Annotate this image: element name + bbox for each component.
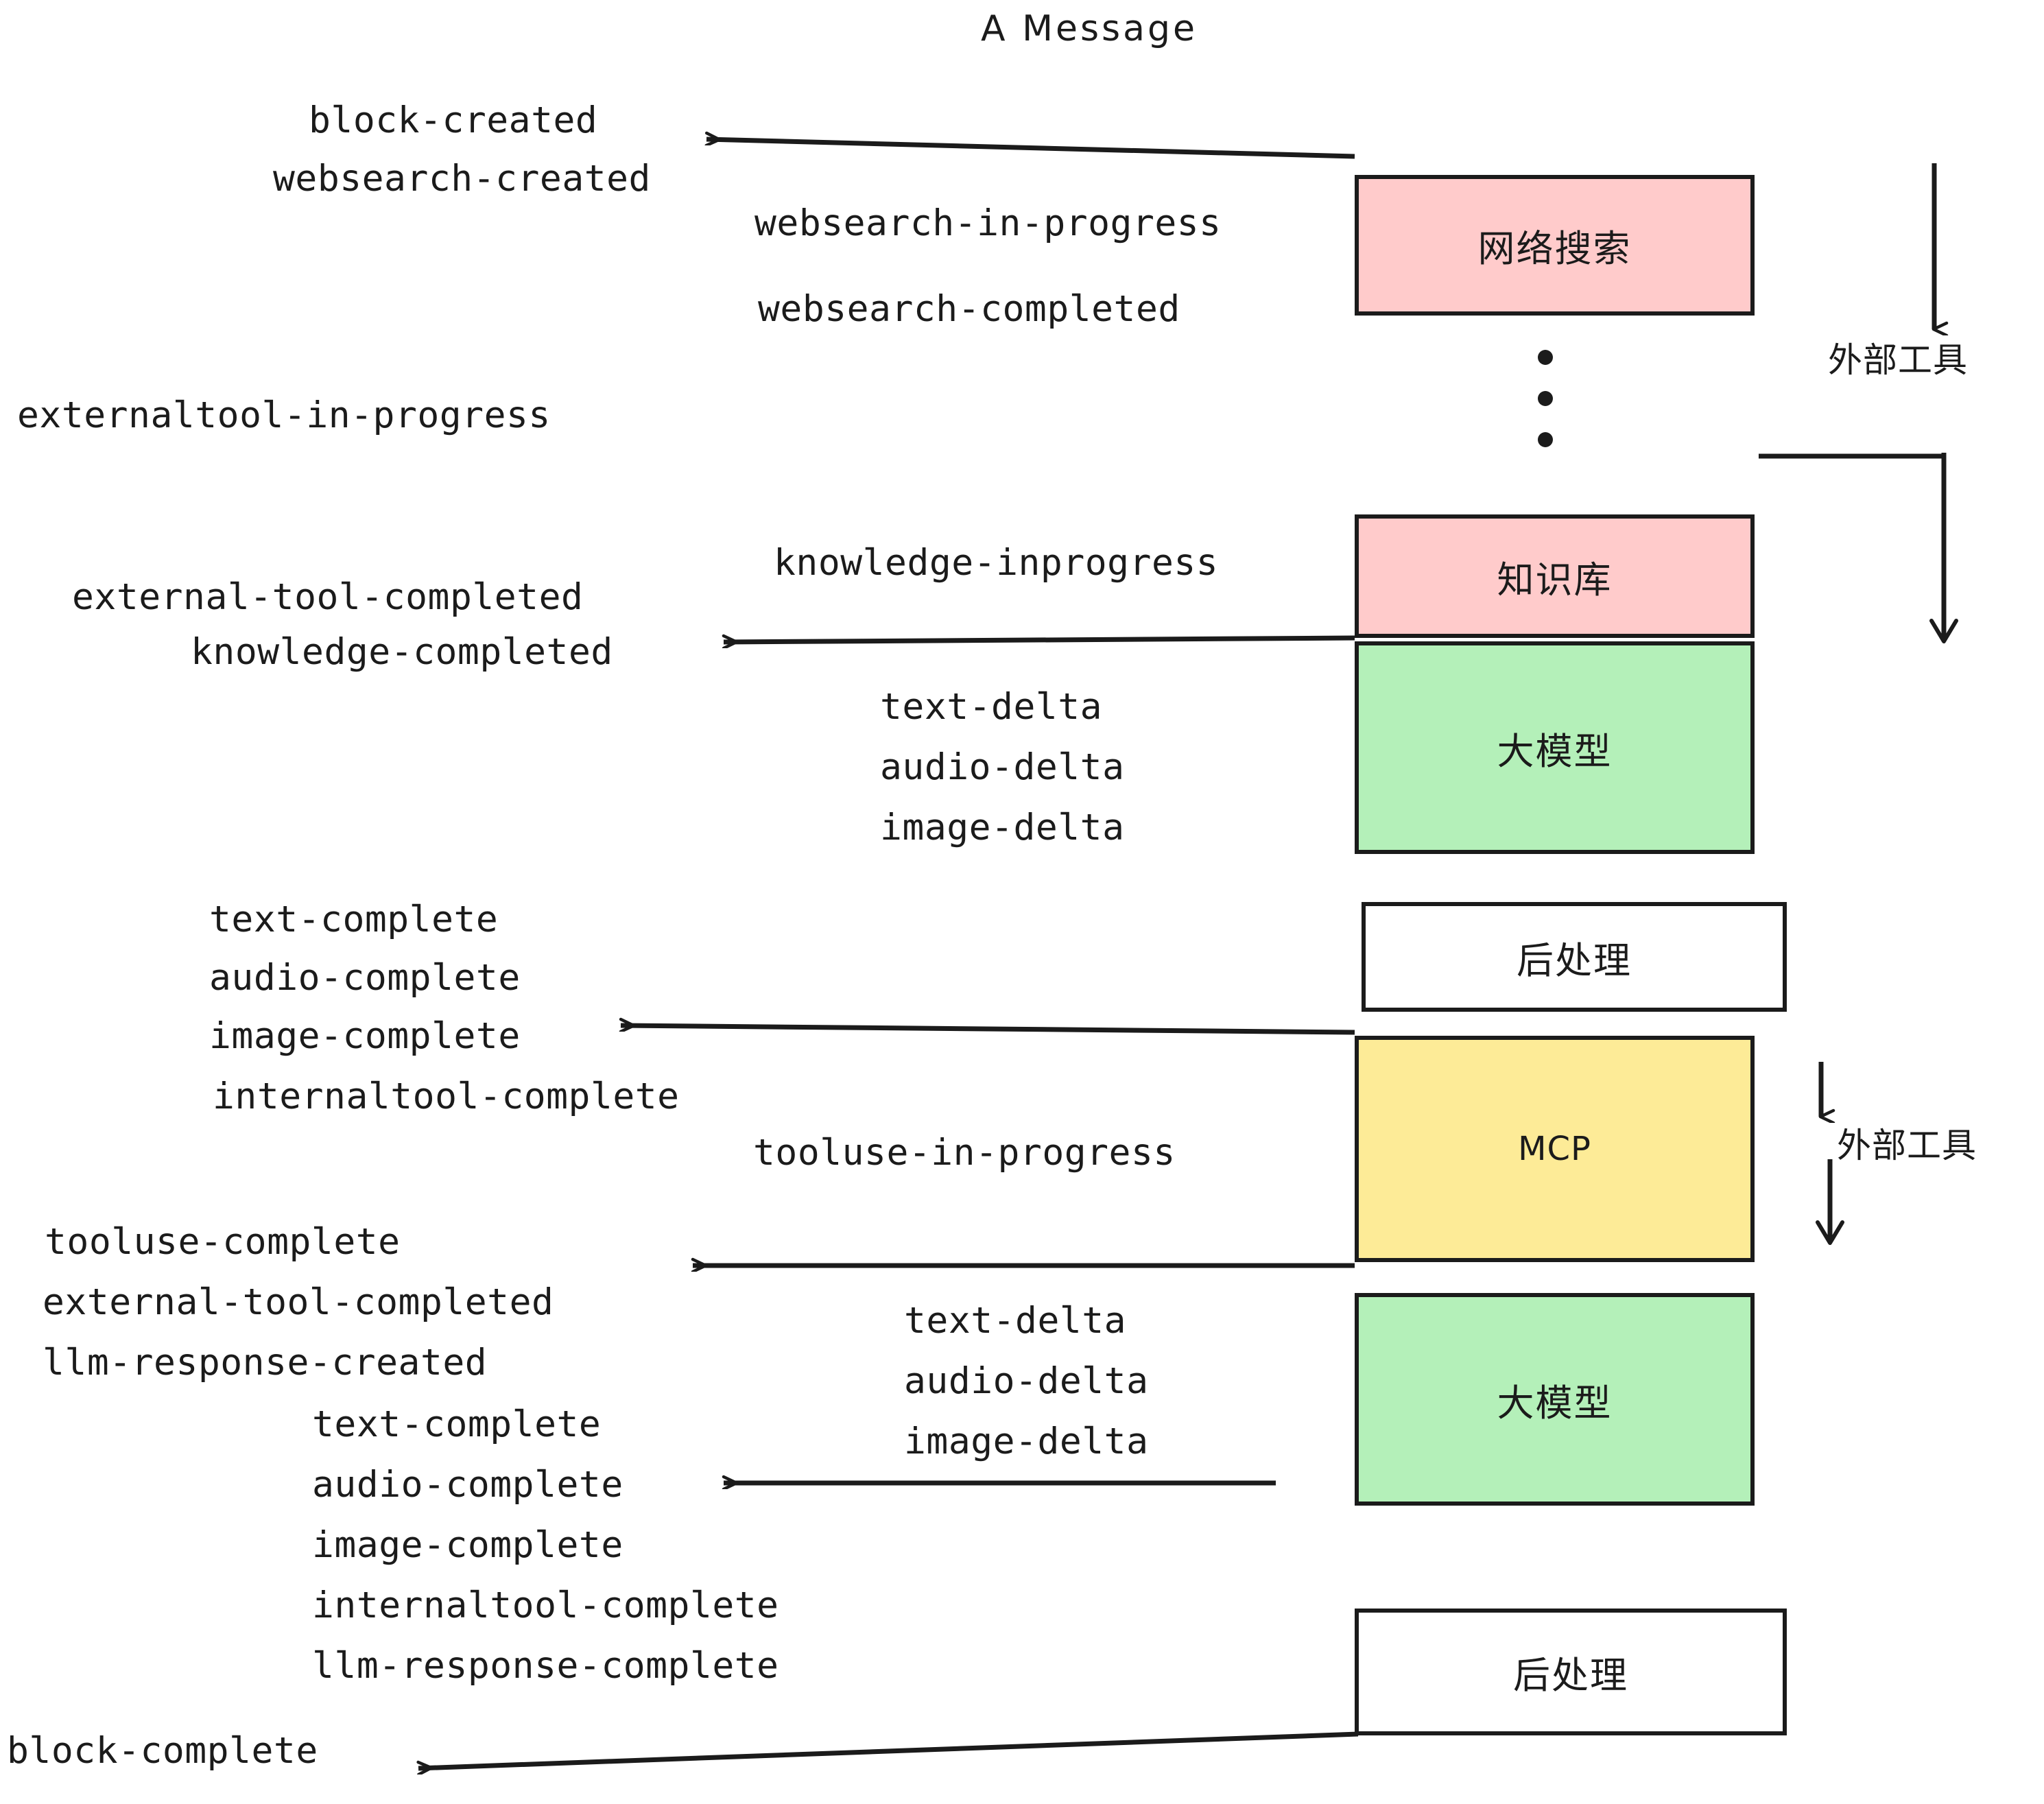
ellipsis-dot-1	[1538, 350, 1553, 365]
node-websearch[interactable]: 网络搜索	[1355, 175, 1755, 316]
node-postprocess-1[interactable]: 后处理	[1362, 902, 1787, 1012]
event-websearch-completed: websearch-completed	[758, 288, 1180, 330]
arrow-block-complete	[418, 1731, 1359, 1768]
event-text-complete-1: text-complete	[209, 899, 499, 940]
arrowhead-external-tools-bottom-down	[1816, 1220, 1844, 1245]
event-text-delta-2: text-delta	[904, 1300, 1127, 1342]
node-llm-1[interactable]: 大模型	[1355, 641, 1755, 854]
node-llm-2[interactable]: 大模型	[1355, 1293, 1755, 1506]
event-external-tool-completed-2: external-tool-completed	[43, 1281, 554, 1323]
event-text-complete-2: text-complete	[312, 1403, 602, 1445]
node-knowledge-label: 知识库	[1497, 558, 1613, 602]
event-audio-complete-1: audio-complete	[209, 957, 521, 999]
node-llm-1-label: 大模型	[1497, 729, 1613, 773]
ellipsis-dot-2	[1538, 391, 1553, 406]
event-llm-response-created: llm-response-created	[43, 1342, 488, 1384]
ellipsis-dot-3	[1538, 432, 1553, 447]
node-mcp-label: MCP	[1518, 1130, 1591, 1168]
event-text-delta-1: text-delta	[880, 686, 1103, 728]
event-audio-delta-2: audio-delta	[904, 1360, 1149, 1402]
event-image-complete-2: image-complete	[312, 1524, 623, 1566]
node-llm-2-label: 大模型	[1497, 1381, 1613, 1425]
diagram-title: A Message	[981, 8, 1198, 49]
event-tooluse-complete: tooluse-complete	[45, 1221, 401, 1263]
event-image-complete-1: image-complete	[209, 1015, 521, 1057]
event-audio-delta-1: audio-delta	[880, 746, 1125, 788]
event-knowledge-inprogress: knowledge-inprogress	[774, 542, 1219, 584]
node-mcp[interactable]: MCP	[1355, 1036, 1755, 1262]
event-image-delta-2: image-delta	[904, 1421, 1149, 1462]
side-label-external-tools-top: 外部工具	[1828, 340, 1968, 380]
node-postprocess-2-label: 后处理	[1513, 1654, 1628, 1697]
event-knowledge-completed: knowledge-completed	[191, 631, 613, 673]
event-external-tool-completed-1: external-tool-completed	[72, 576, 584, 618]
node-postprocess-1-label: 后处理	[1517, 938, 1632, 982]
event-block-created: block-created	[309, 99, 598, 141]
event-audio-complete-2: audio-complete	[312, 1464, 623, 1506]
event-image-delta-1: image-delta	[880, 807, 1125, 848]
arrow-websearch-created	[706, 139, 1355, 159]
event-websearch-created: websearch-created	[273, 158, 651, 200]
event-tooluse-in-progress: tooluse-in-progress	[753, 1132, 1176, 1174]
event-websearch-in-progress: websearch-in-progress	[754, 202, 1222, 244]
arrow-image-complete	[621, 1025, 1355, 1035]
event-internaltool-complete-1: internaltool-complete	[213, 1076, 680, 1117]
side-label-external-tools-bottom: 外部工具	[1837, 1126, 1977, 1165]
event-externaltool-in-progress: externaltool-in-progress	[17, 394, 551, 436]
arrowhead-external-tools-top-down	[1929, 619, 1958, 643]
node-postprocess-2[interactable]: 后处理	[1355, 1609, 1787, 1735]
arrow-knowledge-completed	[724, 638, 1355, 642]
node-knowledge[interactable]: 知识库	[1355, 514, 1755, 638]
event-llm-response-complete: llm-response-complete	[312, 1645, 779, 1687]
node-websearch-label: 网络搜索	[1477, 227, 1632, 270]
event-internaltool-complete-2: internaltool-complete	[312, 1585, 779, 1626]
event-block-complete: block-complete	[7, 1730, 318, 1772]
